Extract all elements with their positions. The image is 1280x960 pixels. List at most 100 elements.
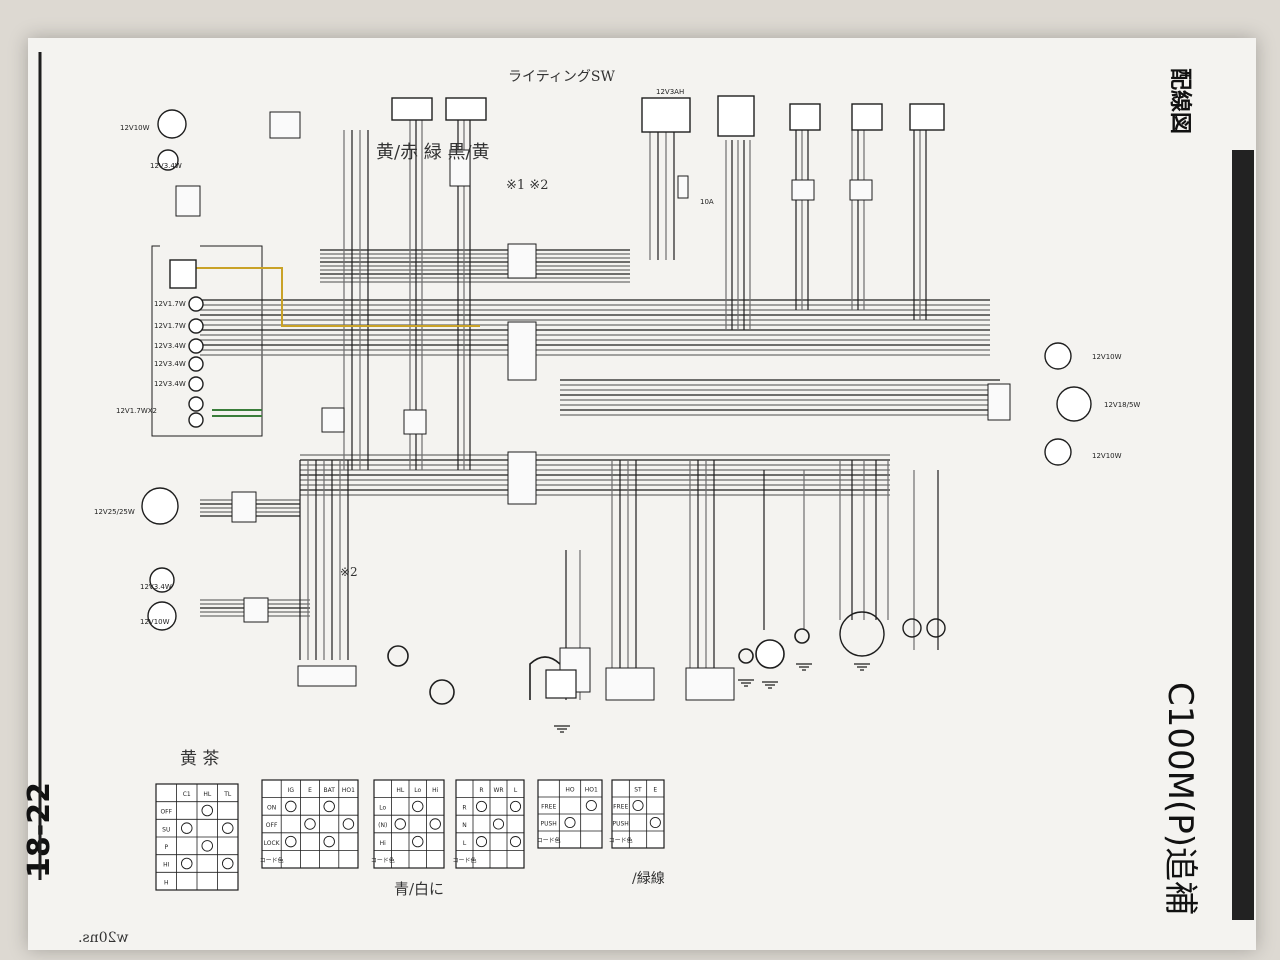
ground-symbol (854, 663, 870, 671)
table-contact (585, 799, 597, 812)
table-col-header: Lo (414, 787, 421, 794)
round-part (738, 648, 754, 664)
hw-colors-top: 黄/赤 緑 黒/黄 (376, 142, 490, 163)
round-part (794, 628, 810, 644)
table-row-label: Lo (379, 805, 386, 812)
lamp (188, 376, 204, 392)
front-l-winker-rating: 12V10W (140, 618, 170, 626)
table-row-label: コード色 (260, 856, 284, 864)
table-row-label: H (164, 879, 169, 886)
wire-harness (196, 120, 1000, 700)
table-contact (492, 818, 505, 830)
indicator-rating: 12V3.4W (154, 342, 186, 350)
meter-bracket (151, 245, 263, 437)
wire-yellow (196, 267, 480, 327)
table-row-label: (N) (378, 822, 387, 829)
round-part (387, 645, 409, 667)
front-l-position-rating: 12V3.4W (140, 583, 172, 591)
table-row-label: コード色 (537, 837, 561, 845)
lamp (1044, 438, 1072, 466)
component-box (909, 103, 945, 131)
table-contact (342, 818, 355, 830)
table-col-header: C1 (183, 791, 191, 798)
hw-yellow-tea: 黄 茶 (180, 749, 220, 769)
table-contact (394, 818, 406, 830)
table-contact (509, 836, 522, 848)
connector (987, 383, 1011, 421)
connector (685, 667, 735, 701)
connector (269, 111, 301, 139)
table-contact (475, 836, 488, 848)
lamp (188, 296, 204, 312)
ignition-coil (545, 669, 577, 699)
table-row-label: L (463, 840, 467, 847)
component-box (789, 103, 821, 131)
outline-lines (38, 52, 1254, 920)
connector (849, 179, 873, 201)
switch-coil (902, 618, 922, 638)
component-box (391, 97, 433, 121)
lamp (1056, 386, 1092, 422)
lamp (1044, 342, 1072, 370)
lamp (147, 601, 177, 631)
table-row-label: FREE (613, 804, 628, 811)
lighting-switch-note: ライティングSW (508, 69, 615, 85)
table-contact (180, 822, 193, 834)
table-row-label: コード色 (371, 856, 395, 864)
connector (791, 179, 815, 201)
lamp (157, 109, 187, 139)
table-contact (180, 857, 193, 870)
table-col-header: HO (565, 787, 575, 794)
table-row-label: P (164, 844, 168, 851)
table-contact (221, 822, 234, 834)
table-contact (221, 857, 234, 870)
table-col-header: HL (396, 787, 405, 794)
connector (677, 175, 689, 199)
indicator-rating: 12V1.7W (154, 300, 186, 308)
table-row-label: PUSH (540, 821, 556, 828)
front-r-winker-rating: 12V10W (120, 124, 150, 132)
round-part (429, 679, 455, 705)
component-box (445, 97, 487, 121)
table-row-label: OFF (160, 809, 172, 816)
ground-symbol (738, 679, 754, 687)
table-row-label: LOCK (264, 840, 281, 847)
table-contact (323, 835, 335, 848)
indicator-rating: 12V3.4W (154, 360, 186, 368)
connector (507, 243, 537, 279)
table-contact (201, 804, 213, 817)
connector (175, 185, 201, 217)
component-box (641, 97, 691, 133)
table-row-label: コード色 (609, 837, 633, 845)
table-col-header: TL (223, 791, 232, 798)
connector (231, 491, 257, 523)
table-contact (323, 800, 335, 813)
table-row-label: Hi (380, 840, 387, 847)
table-row-label: OFF (266, 822, 278, 829)
table-col-header: ST (634, 787, 642, 794)
table-row-label: R (462, 805, 466, 812)
table-contact (509, 800, 522, 812)
table-row-label: FREE (541, 804, 556, 811)
lamp (188, 318, 204, 334)
rear-right-lamp-rating: 12V10W (1092, 353, 1122, 361)
table-row-label: PUSH (612, 821, 628, 828)
indicator-rating: 12V1.7W (154, 322, 186, 330)
ground-symbol (796, 663, 812, 671)
headlight-rating: 12V25/25W (94, 508, 135, 516)
lamp (188, 338, 204, 354)
hw-green-line: /緑線 (632, 871, 665, 887)
hw-side-mark: ※2 (340, 565, 358, 579)
table-col-header: R (479, 787, 483, 794)
lamp (188, 356, 204, 372)
component-box (169, 259, 197, 289)
table-col-header: E (308, 787, 312, 794)
